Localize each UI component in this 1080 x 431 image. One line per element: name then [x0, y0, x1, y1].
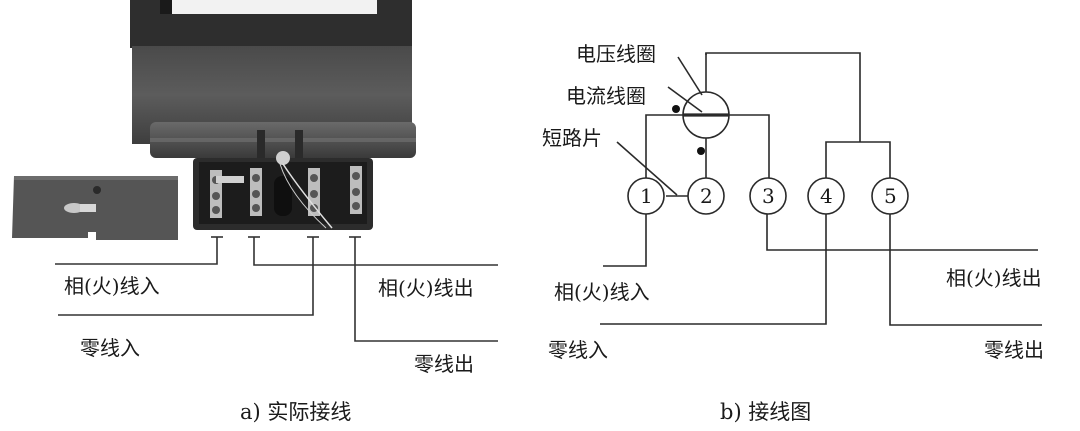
label-phase-in-b: 相(火)线入 [554, 280, 650, 304]
terminal-3: 3 [762, 184, 775, 208]
label-phase-out-a: 相(火)线出 [378, 276, 474, 300]
label-neutral-in-b: 零线入 [548, 338, 608, 362]
label-phase-in-a: 相(火)线入 [64, 274, 160, 298]
terminal-4: 4 [820, 184, 833, 208]
label-voltage-coil: 电压线圈 [576, 42, 656, 66]
caption-b: b) 接线图 [720, 400, 812, 424]
terminal-block [193, 151, 373, 230]
label-current-coil: 电流线圈 [566, 84, 646, 108]
terminal-cover-plate [12, 176, 178, 240]
terminal-1: 1 [640, 184, 653, 208]
terminal-2: 2 [700, 184, 713, 208]
caption-a: a) 实际接线 [240, 400, 352, 424]
terminal-5: 5 [884, 184, 897, 208]
polarity-dot-voltage [697, 147, 705, 155]
label-neutral-out-b: 零线出 [984, 338, 1044, 362]
terminal-circles [627, 177, 909, 215]
label-neutral-out-a: 零线出 [414, 352, 474, 376]
panel-b-schematic [600, 52, 1042, 326]
label-phase-out-b: 相(火)线出 [946, 266, 1042, 290]
label-neutral-in-a: 零线入 [80, 336, 140, 360]
label-shorting-strip: 短路片 [542, 126, 602, 150]
meter-body [130, 0, 416, 162]
polarity-dot-current [672, 105, 680, 113]
panel-a-wires [55, 236, 498, 342]
